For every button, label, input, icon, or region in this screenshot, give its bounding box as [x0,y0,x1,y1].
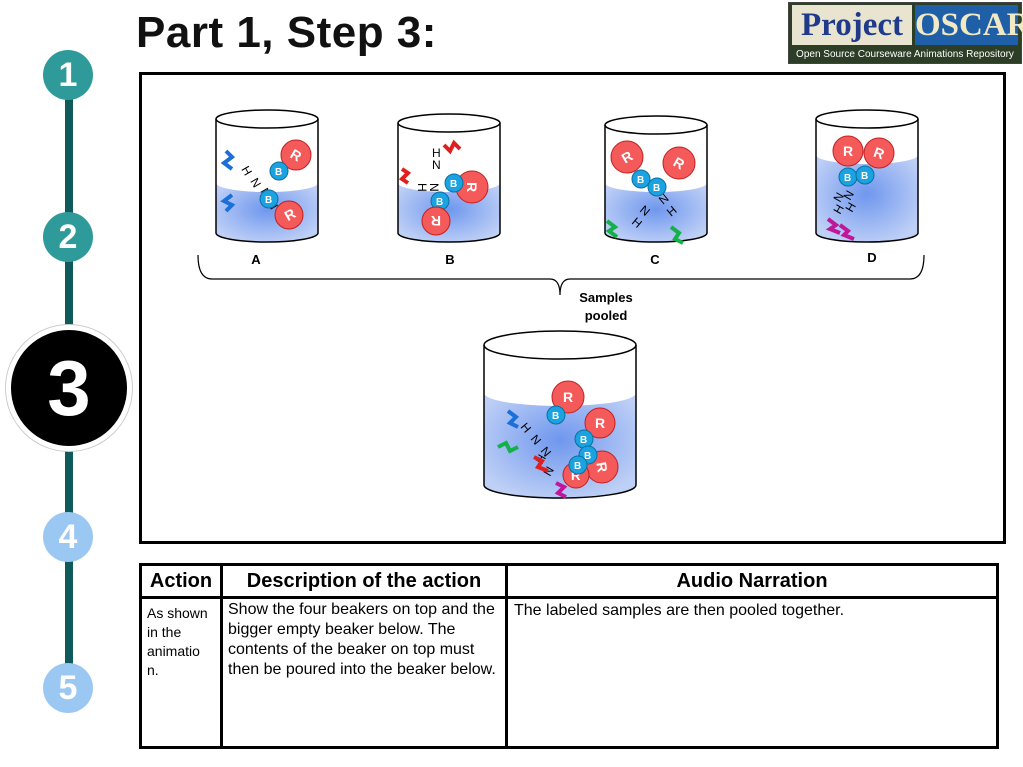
header-divider [142,596,996,599]
svg-text:B: B [653,183,660,194]
svg-text:R: R [593,461,611,474]
step-2-marker[interactable]: 2 [43,212,93,262]
page-title: Part 1, Step 3: [136,8,437,57]
step-4-marker[interactable]: 4 [43,512,93,562]
beaker-d: R R B B N H N H [815,109,919,243]
svg-text:B: B [450,179,457,190]
pooling-brace [197,254,925,296]
step-timeline: 1 2 3 4 5 [0,0,140,767]
step-3-marker-current[interactable]: 3 [6,325,132,451]
animation-panel: H N N H R B B R H N H N R [139,72,1006,544]
pool-label-line2: pooled [585,308,628,323]
step-5-marker[interactable]: 5 [43,663,93,713]
pool-label-line1: Samples [579,290,632,305]
beaker-label-d: D [867,250,876,265]
project-oscar-logo: Project OSCAR Open Source Courseware Ani… [788,2,1023,64]
step-1-marker[interactable]: 1 [43,50,93,100]
svg-text:N: N [432,158,441,172]
step-1-label: 1 [58,56,78,94]
svg-text:H: H [238,164,254,179]
svg-text:N: N [427,183,441,192]
step-5-label: 5 [58,669,78,707]
svg-text:B: B [844,173,851,184]
header-description: Description of the action [246,570,482,592]
beaker-b: H N H N R B B R [397,113,501,243]
header-narration: Audio Narration [676,570,828,592]
svg-text:B: B [265,195,272,206]
beaker-label-a: A [251,252,261,267]
action-table: Action Description of the action Audio N… [139,563,999,749]
svg-text:R: R [571,468,581,483]
beaker-label-c: C [650,252,660,267]
header-action: Action [149,570,213,592]
svg-text:B: B [574,461,581,472]
svg-text:N: N [247,176,263,191]
logo-tagline: Open Source Courseware Animations Reposi… [796,49,1014,60]
pooled-beaker: R R R R B B B B H N N H N [483,330,637,499]
step-3-label: 3 [47,344,91,432]
svg-text:R: R [595,415,605,431]
svg-text:B: B [580,435,587,446]
cell-narration: The labeled samples are then pooled toge… [514,602,845,619]
beaker-a: H N N H R B B R [215,109,319,243]
svg-text:B: B [637,175,644,186]
svg-text:B: B [436,197,443,208]
pooling-illustration: H N N H R B B R H N H N R [197,109,925,499]
svg-text:R: R [464,182,480,192]
svg-text:R: R [563,389,573,405]
svg-text:B: B [861,171,868,182]
svg-text:H: H [415,183,429,192]
step-2-label: 2 [58,218,78,256]
cell-action: As shown in the animatio n. [147,605,208,678]
column-divider-1 [220,566,223,746]
logo-word-project: Project [792,5,912,45]
svg-text:R: R [431,213,441,229]
svg-text:B: B [275,167,282,178]
step-4-label: 4 [58,518,78,556]
svg-text:R: R [843,143,853,159]
column-divider-2 [505,566,508,746]
svg-text:B: B [584,451,591,462]
svg-text:B: B [552,411,559,422]
cell-description: Show the four beakers on top and the big… [228,601,496,678]
svg-text:H: H [432,146,441,160]
logo-word-oscar: OSCAR [915,5,1023,45]
beaker-c: R R B B N H N H [604,115,708,245]
beaker-label-b: B [445,252,454,267]
